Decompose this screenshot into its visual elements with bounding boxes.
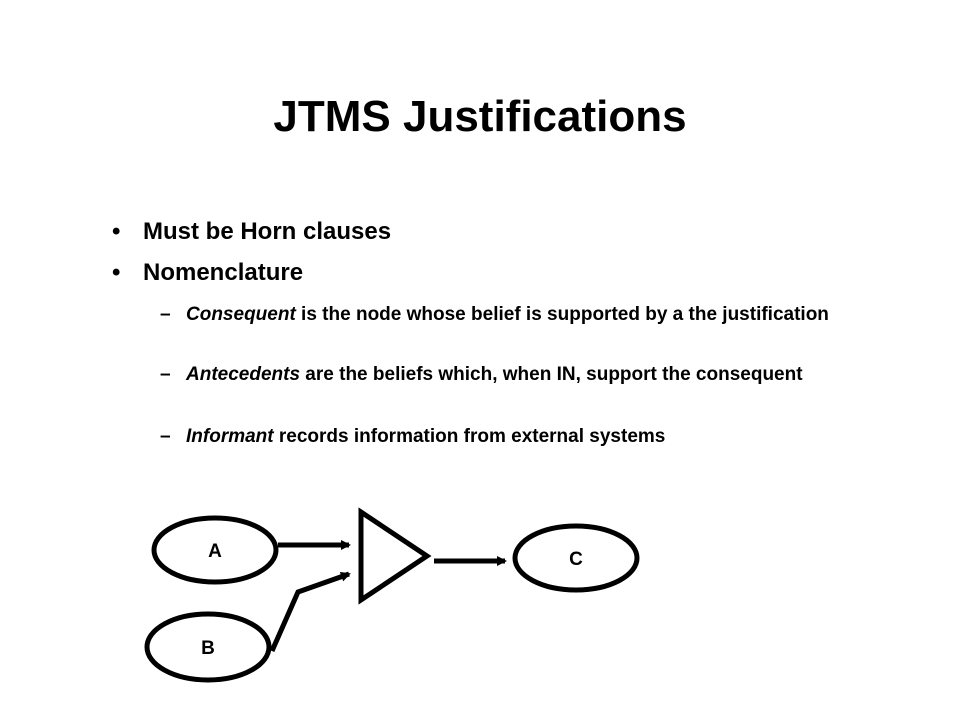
bullet-text: Nomenclature [143,259,304,286]
justification-triangle [358,507,432,605]
slide-title: JTMS Justifications [273,92,687,141]
sub-bullet-item: – Antecedents are the beliefs which, whe… [160,364,840,385]
sub-bullet-marker: – [160,304,171,325]
bullet-marker: • [112,218,121,245]
sub-bullet-text: are the beliefs which, when IN, support … [300,364,803,385]
sub-bullet-text: is the node whose belief is supported by… [295,304,829,325]
sub-bullet-marker: – [160,426,171,447]
sub-bullet-term: Informant [186,426,274,447]
bullet-marker: • [112,259,121,286]
bullet-text: Must be Horn clauses [143,218,392,245]
node-c-label: C [569,549,583,570]
node-a: A [151,515,279,585]
node-b-label: B [201,638,215,659]
sub-bullet-text: records information from external system… [273,426,666,447]
sub-bullet-marker: – [160,364,171,385]
sub-bullet-term: Consequent [186,304,296,325]
node-c: C [512,523,640,593]
sub-bullet-item: – Informant records information from ext… [160,426,840,447]
node-a-label: A [208,541,222,562]
arrow-b-to-justification [269,571,351,653]
sub-bullet-item: – Consequent is the node whose belief is… [160,304,840,325]
node-b: B [144,611,272,683]
sub-bullet-term: Antecedents [186,364,301,385]
